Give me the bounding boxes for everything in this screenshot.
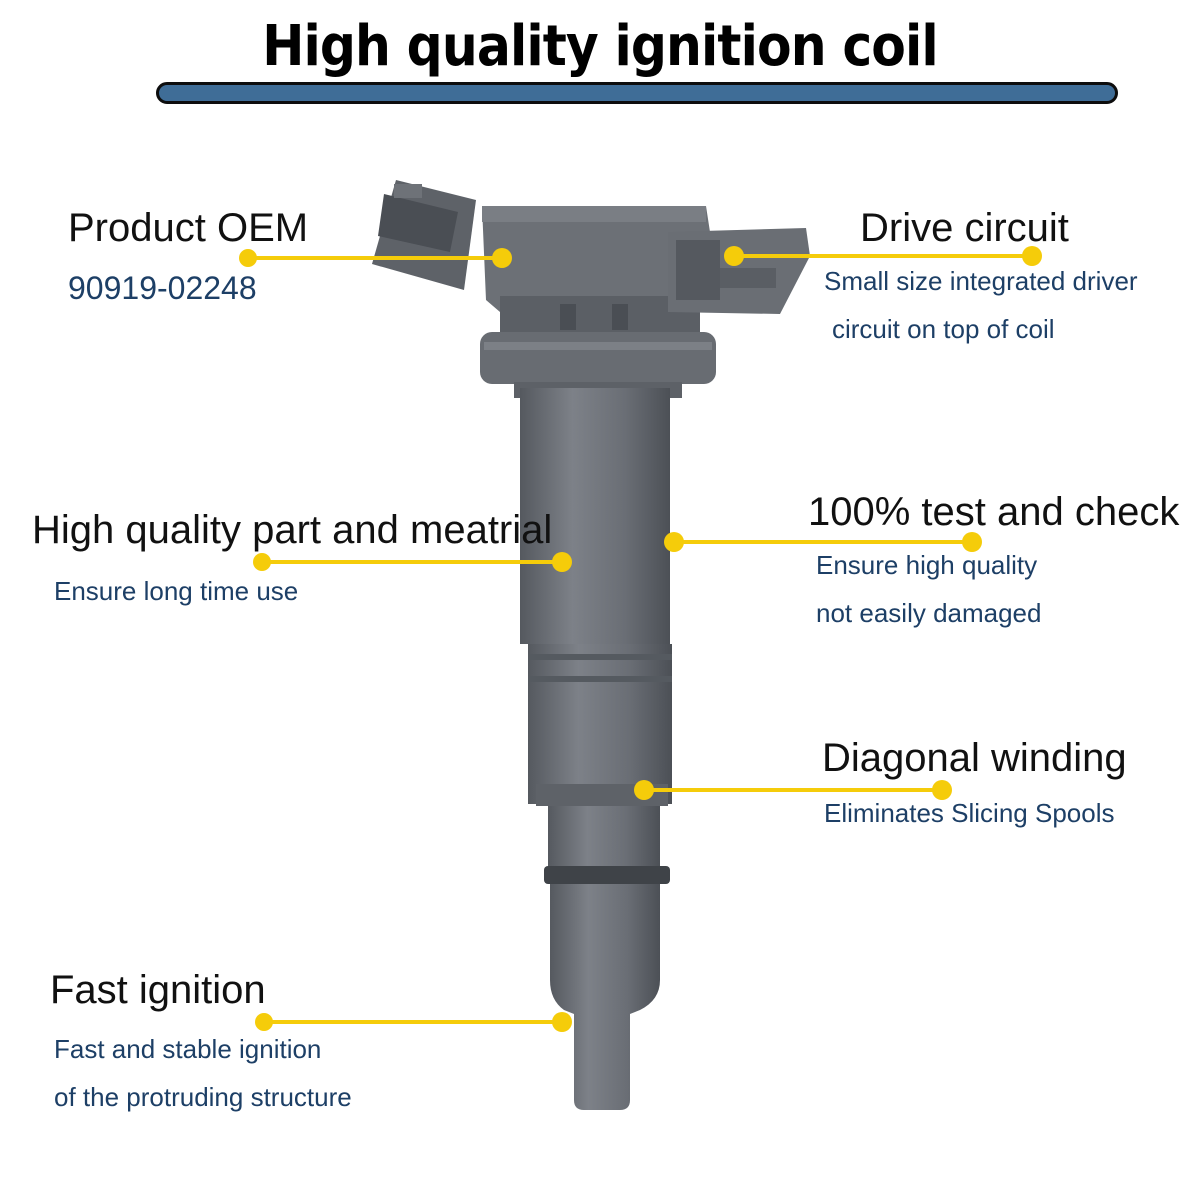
callout-drive-circuit bbox=[724, 246, 1042, 266]
test-check-heading: 100% test and check bbox=[808, 490, 1180, 534]
callout-quality-material bbox=[253, 552, 572, 572]
test-check-line-1: Ensure high quality bbox=[816, 550, 1038, 580]
title-underline-bar bbox=[156, 82, 1118, 104]
callout-diagonal-winding bbox=[634, 780, 952, 800]
coil-boot bbox=[550, 884, 660, 1110]
callout-fast-ignition bbox=[255, 1012, 572, 1032]
test-check-line-2: not easily damaged bbox=[816, 598, 1042, 628]
product-oem-number: 90919-02248 bbox=[68, 270, 257, 306]
drive-circuit-heading: Drive circuit bbox=[860, 206, 1069, 250]
coil-connector bbox=[372, 180, 476, 290]
coil-upper-shaft bbox=[520, 388, 670, 644]
quality-material-line-1: Ensure long time use bbox=[54, 576, 299, 606]
coil-banded-section bbox=[528, 644, 672, 806]
ignition-coil-image bbox=[372, 180, 810, 1110]
callout-product-oem bbox=[239, 248, 512, 268]
fast-ignition-heading: Fast ignition bbox=[50, 968, 266, 1012]
quality-material-heading: High quality part and meatrial bbox=[32, 508, 553, 552]
page-title: High quality ignition coil bbox=[262, 14, 938, 79]
drive-circuit-line-1: Small size integrated driver bbox=[824, 266, 1138, 296]
diagonal-winding-heading: Diagonal winding bbox=[822, 736, 1127, 780]
fast-ignition-line-1: Fast and stable ignition bbox=[54, 1034, 322, 1064]
coil-mid-section bbox=[548, 806, 660, 868]
diagonal-winding-line-1: Eliminates Slicing Spools bbox=[824, 798, 1115, 828]
drive-circuit-line-2: circuit on top of coil bbox=[832, 314, 1055, 344]
product-oem-heading: Product OEM bbox=[68, 206, 309, 250]
coil-head bbox=[482, 206, 710, 336]
callout-test-check bbox=[664, 532, 982, 552]
coil-seal-ring bbox=[544, 866, 670, 884]
fast-ignition-line-2: of the protruding structure bbox=[54, 1082, 352, 1112]
driver-circuit-bracket bbox=[668, 228, 810, 314]
